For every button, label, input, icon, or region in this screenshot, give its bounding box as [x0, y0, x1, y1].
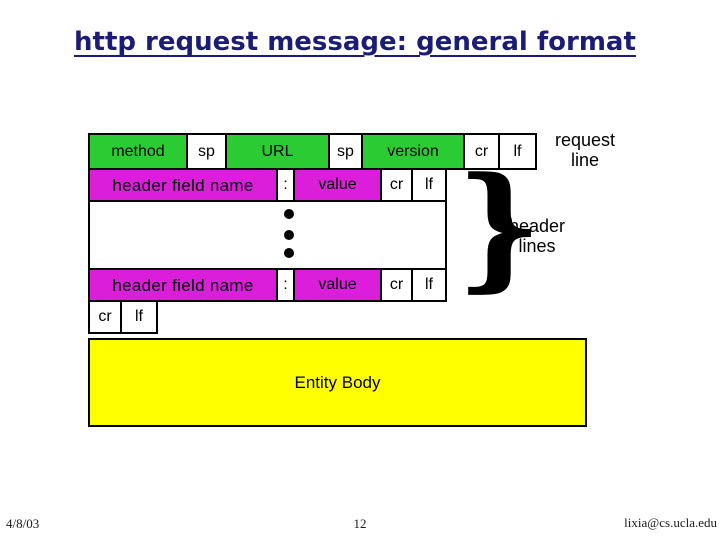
version-cell: version	[361, 133, 465, 170]
header-lines-label: header lines	[508, 216, 566, 256]
footer-date: 4/8/03	[6, 516, 40, 531]
ellipsis-dot-3	[284, 248, 294, 258]
page-title: http request message: general format	[74, 27, 636, 57]
header-field-name-cell-1: header field name	[88, 168, 278, 202]
url-cell: URL	[225, 133, 330, 170]
lf-cell-header-1: lf	[411, 168, 447, 202]
cr-cell-final: cr	[88, 300, 122, 334]
header-field-name-cell-2: header field name	[88, 268, 278, 302]
entity-body-box: Entity Body	[88, 338, 587, 427]
ellipsis-dot-2	[284, 230, 294, 240]
cr-cell-header-2: cr	[380, 268, 413, 302]
lf-cell-header-2: lf	[411, 268, 447, 302]
header-lines-continuation-box	[88, 200, 447, 270]
ellipsis-dot-1	[284, 209, 294, 219]
request-line-label: request line	[554, 130, 616, 170]
cr-cell-header-1: cr	[380, 168, 413, 202]
footer-page-number: 12	[353, 516, 367, 531]
lf-cell-final: lf	[120, 300, 158, 334]
value-cell-1: value	[293, 168, 382, 202]
value-cell-2: value	[293, 268, 382, 302]
cr-cell-request: cr	[463, 133, 500, 170]
footer-email: lixia@cs.ucla.edu	[624, 515, 717, 530]
method-cell: method	[88, 133, 188, 170]
sp-cell-1: sp	[186, 133, 227, 170]
lf-cell-request: lf	[498, 133, 537, 170]
sp-cell-2: sp	[328, 133, 363, 170]
